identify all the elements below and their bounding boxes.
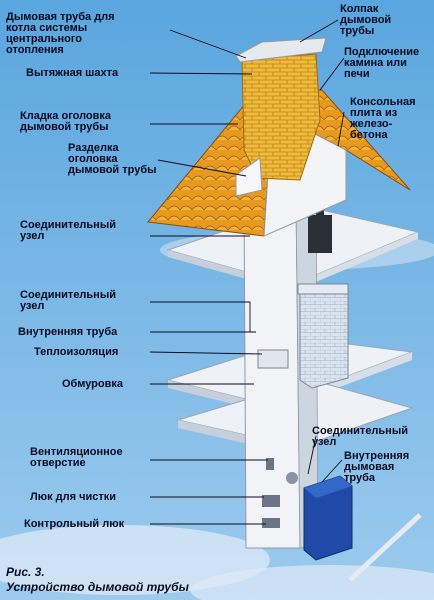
inspection-hatch: [262, 518, 280, 528]
vent-hole: [266, 458, 274, 470]
cloud: [0, 525, 270, 595]
label-head-masonry: Кладка оголовка дымовой трубы: [20, 110, 112, 133]
label-cantilever-slab: Консольная плита из железо- бетона: [350, 96, 416, 141]
label-exhaust-shaft: Вытяжная шахта: [26, 67, 119, 79]
head-offset: [235, 157, 263, 197]
attic-stove: [308, 215, 332, 253]
label-cleaning-hatch: Люк для чистки: [30, 491, 117, 503]
boiler-top: [304, 476, 352, 498]
cloud: [190, 565, 434, 600]
label-connecting-node-2: Соединительный узел: [20, 289, 116, 312]
upper-slab-edge: [292, 232, 418, 292]
label-thermal-insulation: Теплоизоляция: [34, 346, 119, 358]
vent-pipe: [348, 513, 422, 582]
label-inner-flue-pipe: Внутренняя дымовая труба: [344, 450, 410, 484]
chimney-cap: [235, 37, 327, 63]
chimney-head: [241, 53, 321, 181]
label-lining: Обмуровка: [62, 378, 123, 390]
fireplace-top: [297, 283, 349, 295]
fireplace: [299, 283, 349, 389]
figure-caption: Устройство дымовой трубы: [6, 580, 189, 594]
label-chimney-cap: Колпак дымовой трубы: [340, 3, 392, 37]
label-connecting-node-1: Соединительный узел: [20, 219, 116, 242]
label-vent-hole: Вентиляционное отверстие: [30, 446, 123, 469]
label-fireplace-connection: Подключение камина или печи: [344, 46, 420, 80]
junction-box: [257, 349, 289, 369]
label-inspection-hatch: Контрольный люк: [24, 518, 125, 530]
label-chimney-central-heating: Дымовая труба для котла системы централь…: [6, 11, 115, 56]
label-head-offset: Разделка оголовка дымовой трубы: [68, 142, 157, 176]
label-inner-pipe: Внутренняя труба: [18, 326, 118, 338]
connection-port: [286, 472, 298, 484]
label-connecting-node-3: Соединительный узел: [312, 425, 408, 448]
cleaning-hatch: [262, 495, 280, 507]
leader-lines: [149, 19, 345, 525]
figure-number: Рис. 3.: [6, 565, 45, 579]
